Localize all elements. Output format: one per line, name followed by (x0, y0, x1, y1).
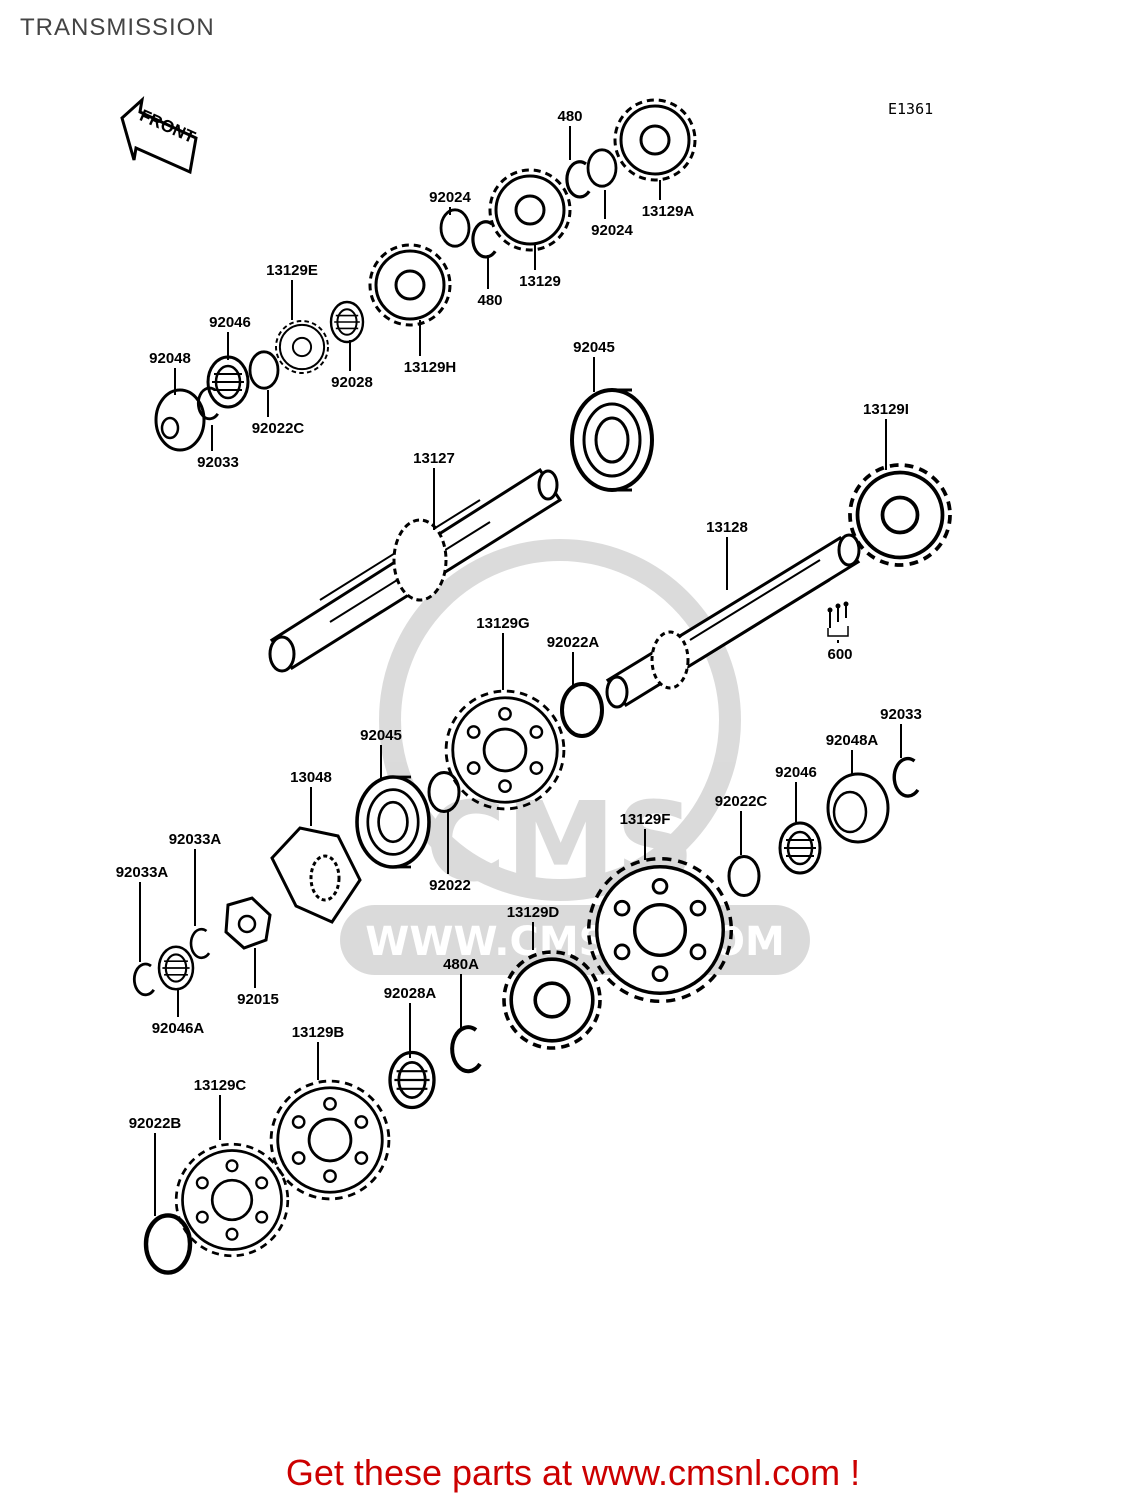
collar-92028A (388, 1050, 436, 1110)
promo-banner[interactable]: Get these parts at www.cmsnl.com ! (285, 1452, 861, 1493)
front-arrow-icon: FRONT (120, 96, 199, 175)
gear-13129A (613, 98, 697, 182)
part-label-p13128[interactable]: 13128 (706, 519, 748, 536)
needle-bearing-92046 (206, 355, 250, 409)
part-label-p92024_a[interactable]: 92024 (429, 189, 471, 206)
circlip-92033-b (892, 756, 920, 798)
part-label-p13129H[interactable]: 13129H (404, 359, 457, 376)
circlip-480-top (565, 160, 591, 199)
part-label-p92024_b[interactable]: 92024 (591, 222, 633, 239)
circlip-92033A-a (189, 927, 211, 960)
part-label-p92048[interactable]: 92048 (149, 350, 191, 367)
part-label-p92046_b[interactable]: 92046 (775, 764, 817, 781)
gear-13129 (488, 168, 572, 252)
gear-13129C (174, 1142, 290, 1258)
counter-shaft (605, 533, 861, 709)
part-label-p13129B[interactable]: 13129B (292, 1024, 345, 1041)
part-label-p13129E[interactable]: 13129E (266, 262, 318, 279)
circlip-480A (450, 1025, 482, 1074)
gear-13129I (848, 463, 952, 567)
part-label-p92045_b[interactable]: 92045 (360, 727, 402, 744)
part-label-p13129C[interactable]: 13129C (194, 1077, 247, 1094)
part-label-p13127[interactable]: 13127 (413, 450, 455, 467)
page-title: TRANSMISSION (20, 14, 215, 41)
part-label-p13129F[interactable]: 13129F (620, 811, 671, 828)
part-label-p13129D[interactable]: 13129D (507, 904, 560, 921)
gear-13129D (502, 950, 602, 1050)
part-label-p480_b[interactable]: 480 (477, 292, 502, 309)
part-label-p480A[interactable]: 480A (443, 956, 479, 973)
part-label-p13129I[interactable]: 13129I (863, 401, 909, 418)
part-label-p92022A[interactable]: 92022A (547, 634, 600, 651)
bearing-92045-upper (570, 388, 654, 492)
diagram-code: E1361 (888, 100, 933, 118)
needle-bearing-92046-lower (778, 821, 822, 875)
part-label-p92022C_a[interactable]: 92022C (252, 420, 305, 437)
part-label-p92022C_b[interactable]: 92022C (715, 793, 768, 810)
part-label-p92033_b[interactable]: 92033 (880, 706, 922, 723)
washer-92022B (146, 1215, 190, 1272)
pins-600 (827, 601, 849, 637)
circlip-480-b (471, 220, 497, 259)
gear-13129G (444, 689, 566, 811)
needle-bearing-92046A (157, 945, 195, 991)
part-label-p92033_a[interactable]: 92033 (197, 454, 239, 471)
part-label-p92022[interactable]: 92022 (429, 877, 471, 894)
nut-92015 (224, 896, 272, 950)
part-number-labels: 480 92024 92024 13129A 480 13129 13129E 92046 92… (116, 108, 922, 1132)
gear-13129B (269, 1079, 391, 1201)
part-label-p13129A[interactable]: 13129A (642, 203, 695, 220)
part-label-p92033A_b[interactable]: 92033A (116, 864, 169, 881)
part-label-p92022B[interactable]: 92022B (129, 1115, 182, 1132)
gear-13129E (275, 320, 329, 374)
part-label-p600[interactable]: 600 (827, 646, 852, 663)
shift-drum-13048 (270, 826, 362, 924)
circlip-92033A-b (132, 962, 156, 997)
part-label-p92015[interactable]: 92015 (237, 991, 279, 1008)
washer-92024-a (439, 208, 471, 248)
collar-92048 (154, 388, 206, 452)
part-label-p92046A[interactable]: 92046A (152, 1020, 205, 1037)
main-shaft (268, 467, 563, 673)
part-label-p92028[interactable]: 92028 (331, 374, 373, 391)
part-label-p13129G[interactable]: 13129G (476, 615, 529, 632)
bearing-92045-lower (355, 775, 431, 869)
part-label-p92046_a[interactable]: 92046 (209, 314, 251, 331)
part-label-p92033A_a[interactable]: 92033A (169, 831, 222, 848)
washer-92022C-a (248, 350, 280, 390)
gear-13129F (586, 856, 734, 1004)
part-label-p480_top[interactable]: 480 (557, 108, 582, 125)
washer-92024-b (586, 148, 618, 188)
gear-13129H (368, 243, 452, 327)
part-label-p92028A[interactable]: 92028A (384, 985, 437, 1002)
leader-lines (139, 126, 902, 1216)
collar-92048A (826, 772, 890, 844)
washer-92022A (560, 682, 604, 738)
part-label-p92045_a[interactable]: 92045 (573, 339, 615, 356)
part-label-p92048A[interactable]: 92048A (826, 732, 879, 749)
washer-92022C-b (727, 855, 761, 897)
part-label-p13048[interactable]: 13048 (290, 769, 332, 786)
needle-bearing-92028 (329, 300, 365, 344)
part-label-p13129[interactable]: 13129 (519, 273, 561, 290)
